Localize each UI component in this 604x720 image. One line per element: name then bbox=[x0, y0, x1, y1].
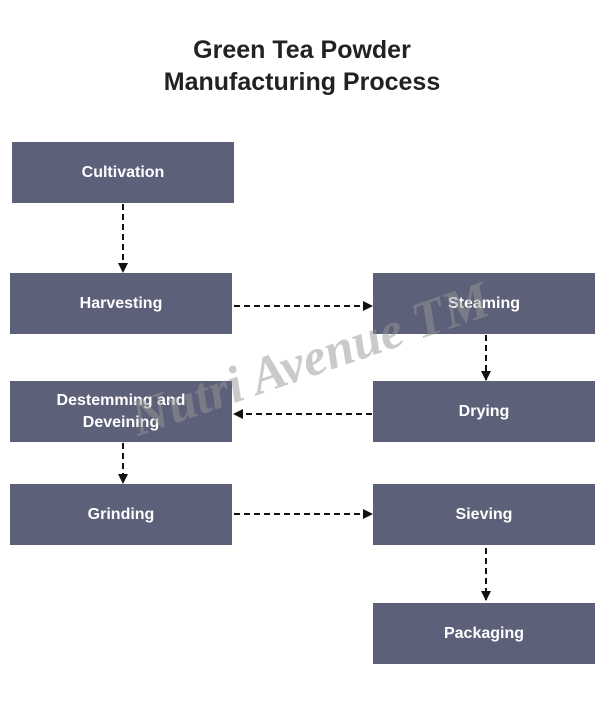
step-label: Steaming bbox=[447, 294, 520, 312]
step-label: Destemming and Deveining bbox=[56, 391, 186, 431]
step-steaming: Steaming bbox=[373, 273, 595, 334]
step-cultivation: Cultivation bbox=[12, 142, 234, 203]
title-line-2: Manufacturing Process bbox=[163, 68, 441, 96]
title-line-1: Green Tea Powder bbox=[193, 36, 411, 64]
step-label: Drying bbox=[458, 402, 510, 420]
step-label: Cultivation bbox=[81, 163, 165, 181]
step-packaging: Packaging bbox=[373, 603, 595, 664]
diagram-title: Green Tea Powder Manufacturing Process bbox=[0, 34, 604, 98]
step-sieving: Sieving bbox=[373, 484, 595, 545]
step-label: Sieving bbox=[455, 505, 513, 523]
step-label: Grinding bbox=[87, 505, 155, 523]
step-destemming: Destemming and Deveining bbox=[10, 381, 232, 442]
step-harvesting: Harvesting bbox=[10, 273, 232, 334]
step-label: Harvesting bbox=[79, 294, 163, 312]
step-label: Packaging bbox=[443, 624, 525, 642]
step-grinding: Grinding bbox=[10, 484, 232, 545]
step-drying: Drying bbox=[373, 381, 595, 442]
